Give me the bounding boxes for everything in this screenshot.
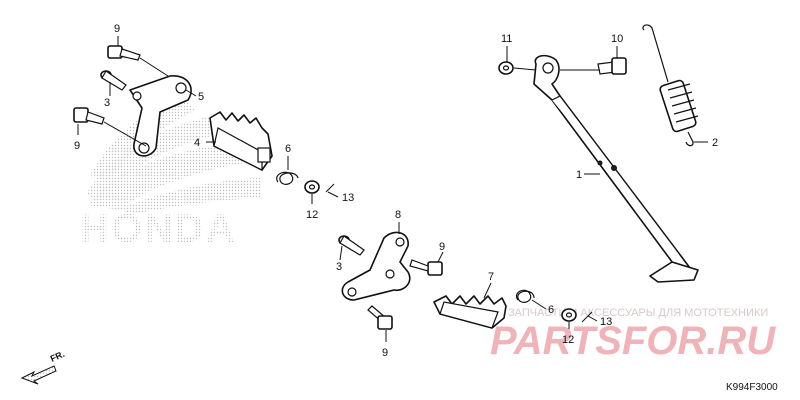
callout-12: 12 xyxy=(306,209,318,221)
callout-8: 8 xyxy=(395,209,401,221)
callout-3: 3 xyxy=(104,97,110,109)
pin-3-lower xyxy=(338,235,365,256)
callout-11: 11 xyxy=(501,33,512,45)
callout-10: 10 xyxy=(611,33,623,45)
washer-11 xyxy=(498,61,514,75)
callout-12: 12 xyxy=(562,334,574,346)
spring-6-lower xyxy=(516,289,535,303)
pin-3-top xyxy=(100,70,127,91)
spring-2 xyxy=(642,24,699,147)
callout-3: 3 xyxy=(336,261,342,273)
bolt-10 xyxy=(597,57,627,75)
direction-label: FR. xyxy=(49,349,66,364)
callout-7: 7 xyxy=(488,271,494,283)
callout-13: 13 xyxy=(600,316,612,328)
cotter-pin-13-upper xyxy=(325,183,335,193)
footpeg-4 xyxy=(209,111,273,171)
leader-lines xyxy=(77,36,708,342)
callout-9: 9 xyxy=(114,23,120,35)
callout-9: 9 xyxy=(439,241,445,253)
callout-6: 6 xyxy=(285,143,291,155)
front-direction-arrow: FR. xyxy=(20,349,66,385)
part-number-callouts: 9 3 5 9 4 6 12 13 8 3 9 9 7 6 12 13 11 1… xyxy=(74,23,718,359)
brand-wordmark: HONDA xyxy=(80,207,237,251)
washer-12-upper xyxy=(304,180,320,194)
bolt-9-bottom xyxy=(367,305,393,330)
bolt-9-top xyxy=(107,45,141,61)
side-stand-1 xyxy=(533,54,699,283)
footpeg-7 xyxy=(433,295,507,329)
callout-4: 4 xyxy=(194,137,200,149)
diagram-code: K994F3000 xyxy=(726,382,778,393)
callout-5: 5 xyxy=(198,91,204,103)
callout-1: 1 xyxy=(576,169,582,181)
bolt-9-lower xyxy=(73,107,105,125)
spring-6-upper xyxy=(276,171,299,185)
callout-9: 9 xyxy=(382,347,388,359)
cotter-pin-13-lower xyxy=(581,311,593,323)
watermark-logo: PARTSFOR.RU xyxy=(490,319,776,363)
callout-2: 2 xyxy=(712,137,718,149)
callout-9: 9 xyxy=(74,140,80,152)
callout-6: 6 xyxy=(548,304,554,316)
bracket-8 xyxy=(341,231,411,301)
bolt-9-mid xyxy=(409,259,443,276)
bracket-5 xyxy=(129,75,192,157)
washer-12-lower xyxy=(561,308,577,322)
callout-13: 13 xyxy=(342,192,354,204)
